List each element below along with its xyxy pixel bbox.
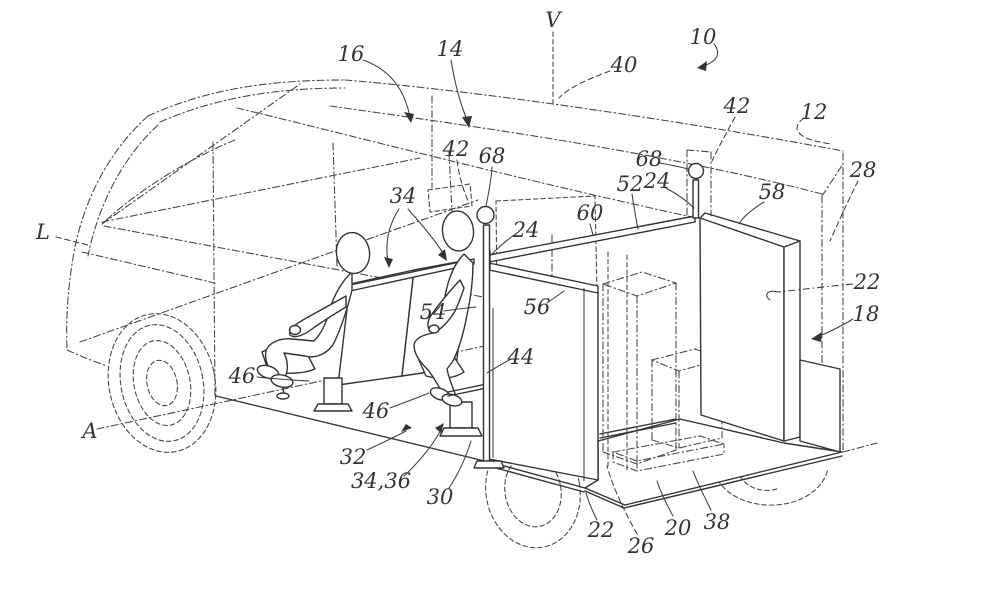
ref-label-3436: 34,36 [351,469,411,493]
ref-label-68b: 68 [636,147,663,171]
vehicle-phantom-outline [66,31,878,473]
ref-label-52: 52 [617,172,644,196]
occupant-arm [288,295,347,338]
door-sill [495,463,586,493]
section-line-A [96,332,546,430]
cargo-wall-side [783,240,801,442]
ref-label-44: 44 [507,345,535,369]
occupant-figure-right [413,210,475,407]
ref-label-28: 28 [849,158,877,182]
ref-label-46b: 46 [362,399,390,423]
front-wheel [107,313,217,453]
ref-label-30: 30 [427,485,454,509]
partition-post-right [687,162,705,219]
cargo-wall-return [799,359,841,453]
ref-label-24a: 24 [643,169,671,193]
ref-label-18: 18 [853,302,880,326]
ref-label-54: 54 [420,300,447,324]
leader-lines [55,43,859,535]
occupant-hand [288,324,302,336]
cargo-wall-face [699,217,785,442]
ref-label-26: 26 [627,534,655,558]
ref-label-42a: 42 [442,137,470,161]
ref-label-60: 60 [577,201,604,225]
ref-label-16: 16 [338,42,365,66]
ref-label-32: 32 [340,445,367,469]
ref-label-V: V [545,8,562,32]
cargo-floor-panel [584,418,843,506]
ref-label-24b: 24 [512,218,540,242]
phantom-roof-console [427,183,473,213]
ref-label-34: 34 [390,184,417,208]
ref-label-58: 58 [759,180,786,204]
occupant-figure-left [256,231,371,388]
post-24 [482,224,491,464]
cargo-wall [699,212,841,453]
ref-label-56: 56 [524,295,551,319]
ref-label-20: 20 [664,516,692,540]
lower-partition-panel [488,262,599,481]
partition-post-left [473,205,505,469]
ball-anchor-68 [476,205,495,225]
occupant-head [335,231,371,275]
ref-label-46a: 46 [228,364,256,388]
occupant-hand [428,324,440,334]
cargo-floor-track [599,418,677,439]
occupant-shoe [270,374,294,388]
ref-label-38: 38 [704,510,731,534]
ref-label-12: 12 [801,100,828,124]
ref-label-22b: 22 [587,518,615,542]
post-24 [692,179,700,219]
ref-label-40: 40 [610,53,638,77]
ref-label-A: A [80,419,97,443]
reference-labels: L A V 10 12 14 16 18 20 22 22 24 24 26 28 30 32 34 34,36 38… [35,8,880,558]
ball-anchor-68 [687,162,705,180]
seat-pedestal [323,377,343,405]
passenger-floor [215,395,498,465]
ref-label-14: 14 [437,37,464,61]
occupant-head [441,210,475,252]
ref-label-L: L [35,220,50,244]
cargo-slab-phantom [610,435,727,472]
ref-label-68a: 68 [479,144,506,168]
door-frame-phantom [607,251,628,471]
ref-label-22a: 22 [853,270,881,294]
ref-label-10: 10 [690,25,717,49]
ref-label-42b: 42 [723,94,751,118]
